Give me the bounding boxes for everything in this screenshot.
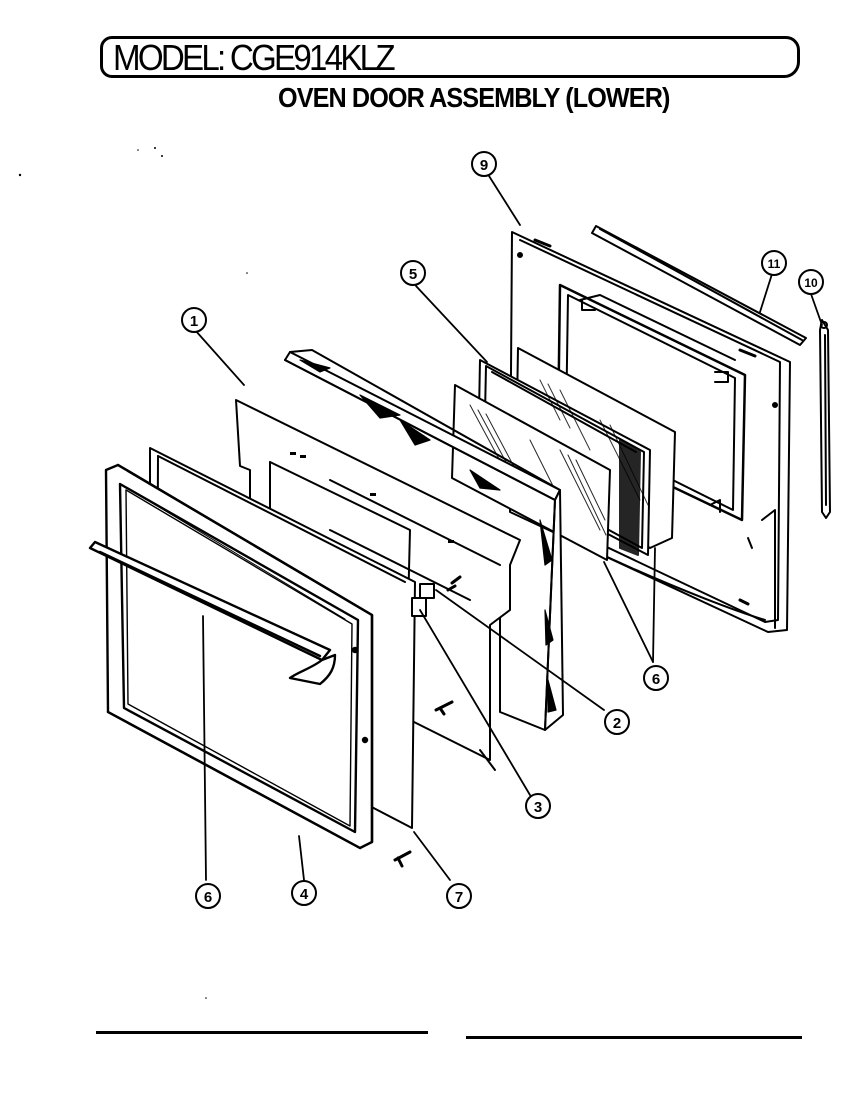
callout-1: 1 bbox=[181, 307, 207, 333]
callout-4: 4 bbox=[291, 880, 317, 906]
callout-3: 3 bbox=[525, 793, 551, 819]
svg-text:1: 1 bbox=[190, 313, 198, 330]
svg-text:9: 9 bbox=[480, 157, 488, 174]
svg-text:5: 5 bbox=[409, 266, 417, 283]
callout-10: 10 bbox=[798, 269, 824, 295]
insulation-block bbox=[284, 349, 564, 731]
print-specks bbox=[18, 147, 248, 999]
callout-11: 11 bbox=[761, 250, 787, 276]
callouts: 1 2 3 4 5 6 6 bbox=[181, 151, 824, 909]
svg-text:7: 7 bbox=[455, 889, 463, 906]
svg-text:11: 11 bbox=[768, 257, 781, 271]
callout-5: 5 bbox=[400, 260, 426, 286]
svg-text:4: 4 bbox=[300, 886, 309, 903]
footer-rule-left bbox=[96, 1031, 428, 1034]
outer-door-frame bbox=[104, 463, 374, 850]
svg-text:6: 6 bbox=[204, 889, 212, 906]
callout-9: 9 bbox=[471, 151, 497, 177]
callout-7: 7 bbox=[446, 883, 472, 909]
hinge-and-screws bbox=[393, 575, 462, 868]
callout-6-right: 6 bbox=[643, 665, 669, 691]
diagram-subtitle: OVEN DOOR ASSEMBLY (LOWER) bbox=[278, 82, 670, 113]
model-label: MODEL: CGE914KLZ bbox=[113, 37, 396, 78]
door-handle bbox=[88, 540, 337, 686]
svg-text:6: 6 bbox=[652, 671, 660, 688]
svg-text:10: 10 bbox=[804, 276, 818, 290]
svg-text:2: 2 bbox=[613, 715, 621, 732]
callout-6-left: 6 bbox=[195, 883, 221, 909]
model-title-box: MODEL: CGE914KLZ bbox=[100, 36, 800, 78]
leader-lines bbox=[194, 175, 823, 881]
top-channel bbox=[591, 225, 807, 346]
side-rod bbox=[819, 319, 831, 519]
callout-2: 2 bbox=[604, 709, 630, 735]
footer-rule-right bbox=[466, 1036, 802, 1039]
svg-text:3: 3 bbox=[534, 799, 542, 816]
